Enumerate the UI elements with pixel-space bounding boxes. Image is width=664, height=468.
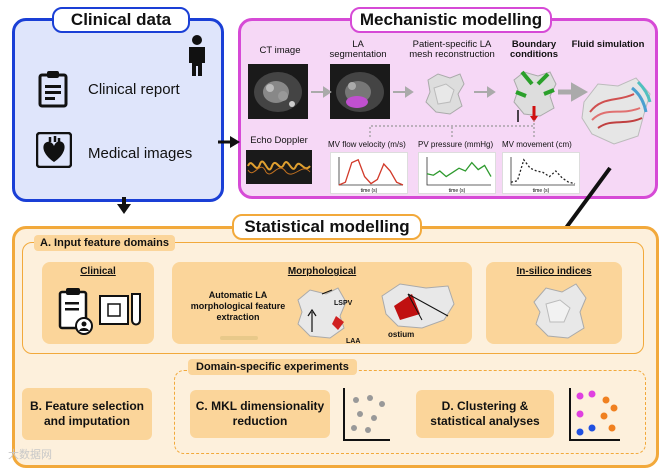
- chart-axes: [510, 157, 575, 186]
- mechanistic-arrows: [311, 82, 589, 137]
- statistical-title: Statistical modelling: [232, 214, 422, 240]
- pv-pressure-chart-title: PV pressure (mmHg): [418, 140, 494, 149]
- person-icon: [189, 35, 205, 76]
- watermark: 大数据网: [8, 449, 52, 461]
- input-domains-header: A. Input feature domains: [34, 235, 175, 251]
- boundary-conditions-label: Boundary conditions: [509, 39, 559, 60]
- mkl-box: C. MKL dimensionality reduction: [190, 390, 330, 438]
- mv-flow-chart: time (s): [330, 152, 408, 194]
- fluid-simulation-label: Fluid simulation: [571, 39, 645, 50]
- mesh-reconstruction-label: Patient-specific LA mesh reconstruction: [409, 39, 495, 60]
- monitor-base: [220, 336, 258, 340]
- feature-selection-box: B. Feature selection and imputation: [22, 388, 152, 440]
- mkl-scatter-icon: [343, 388, 390, 441]
- ostium-image: [381, 283, 455, 329]
- insilico-domain-label: In-silico indices: [516, 266, 592, 277]
- clinical-domain-label: Clinical: [80, 266, 116, 277]
- ct-image: [248, 64, 308, 119]
- la-mesh-image: [425, 73, 465, 115]
- la-morphology-image: [297, 287, 347, 339]
- echo-doppler-label: Echo Doppler: [250, 135, 308, 146]
- auto-la-extraction-label: Automatic LA morphological feature extra…: [190, 290, 286, 322]
- pv-pressure-chart: time (s): [418, 152, 496, 194]
- la-segmentation-label: LA segmentation: [329, 39, 387, 60]
- domain-experiments-box: [174, 370, 646, 454]
- chart-xlabel: time (s): [361, 188, 378, 194]
- laa-label: LAA: [346, 338, 361, 345]
- domain-experiments-header: Domain-specific experiments: [188, 359, 357, 375]
- ostium-label: ostium: [388, 330, 415, 339]
- chart-xlabel: time (s): [449, 188, 466, 194]
- chart-axes: [426, 157, 491, 186]
- clipboard-icon: [38, 71, 68, 108]
- echo-doppler-image: [246, 150, 312, 184]
- mv-movement-chart-title: MV movement (cm): [502, 140, 572, 149]
- clinical-report-label: Clinical report: [88, 81, 180, 98]
- la-segmentation-image: [330, 64, 390, 119]
- lspv-label: LSPV: [334, 300, 353, 307]
- heart-image-icon: [36, 132, 72, 168]
- fluid-simulation-image: [581, 77, 652, 145]
- chart-axes: [338, 157, 403, 186]
- chart-xlabel: time (s): [533, 188, 550, 194]
- medical-images-label: Medical images: [88, 145, 193, 162]
- clustering-box: D. Clustering & statistical analyses: [416, 390, 554, 438]
- chart-series-line: [510, 158, 576, 185]
- clinical-domain-icons: [58, 288, 141, 335]
- morphological-domain-label: Morphological: [287, 266, 357, 277]
- ct-image-label: CT image: [259, 45, 301, 56]
- insilico-la-image: [533, 283, 587, 339]
- chart-series-line: [426, 161, 492, 178]
- mechanistic-title: Mechanistic modelling: [350, 7, 552, 33]
- mv-flow-chart-title: MV flow velocity (m/s): [328, 140, 406, 149]
- mv-movement-chart: time (s): [502, 152, 580, 194]
- boundary-conditions-image: [513, 70, 557, 122]
- clustering-scatter-icon: [569, 388, 620, 441]
- chart-series-line: [338, 158, 404, 186]
- clinical-data-title: Clinical data: [52, 7, 190, 33]
